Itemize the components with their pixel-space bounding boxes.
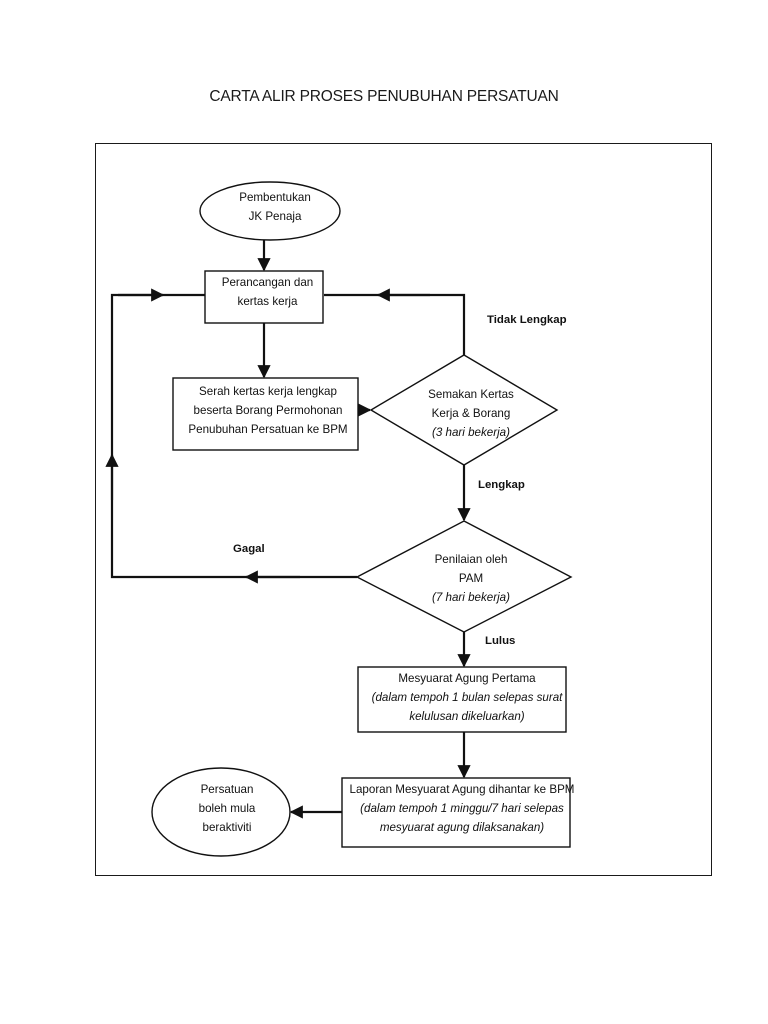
edge-semakan-tidak-lengkap <box>324 293 466 355</box>
node-shape-penilaian <box>355 520 573 633</box>
node-shape-perancangan <box>204 270 324 324</box>
edge-label-lulus: Lulus <box>485 635 516 647</box>
node-shape-serah <box>172 377 359 451</box>
node-shape-semakan <box>369 354 559 466</box>
diagram-frame <box>95 143 712 876</box>
edge-label-lengkap: Lengkap <box>478 479 525 491</box>
node-shape-end <box>151 767 291 857</box>
edge-label-gagal: Gagal <box>233 543 265 555</box>
page-title: CARTA ALIR PROSES PENUBUHAN PERSATUAN <box>209 88 559 105</box>
node-shape-mesyuarat <box>357 666 567 733</box>
node-shape-laporan <box>341 777 571 848</box>
node-shape-start <box>199 181 341 241</box>
edge-label-tidak-lengkap: Tidak Lengkap <box>487 314 567 326</box>
